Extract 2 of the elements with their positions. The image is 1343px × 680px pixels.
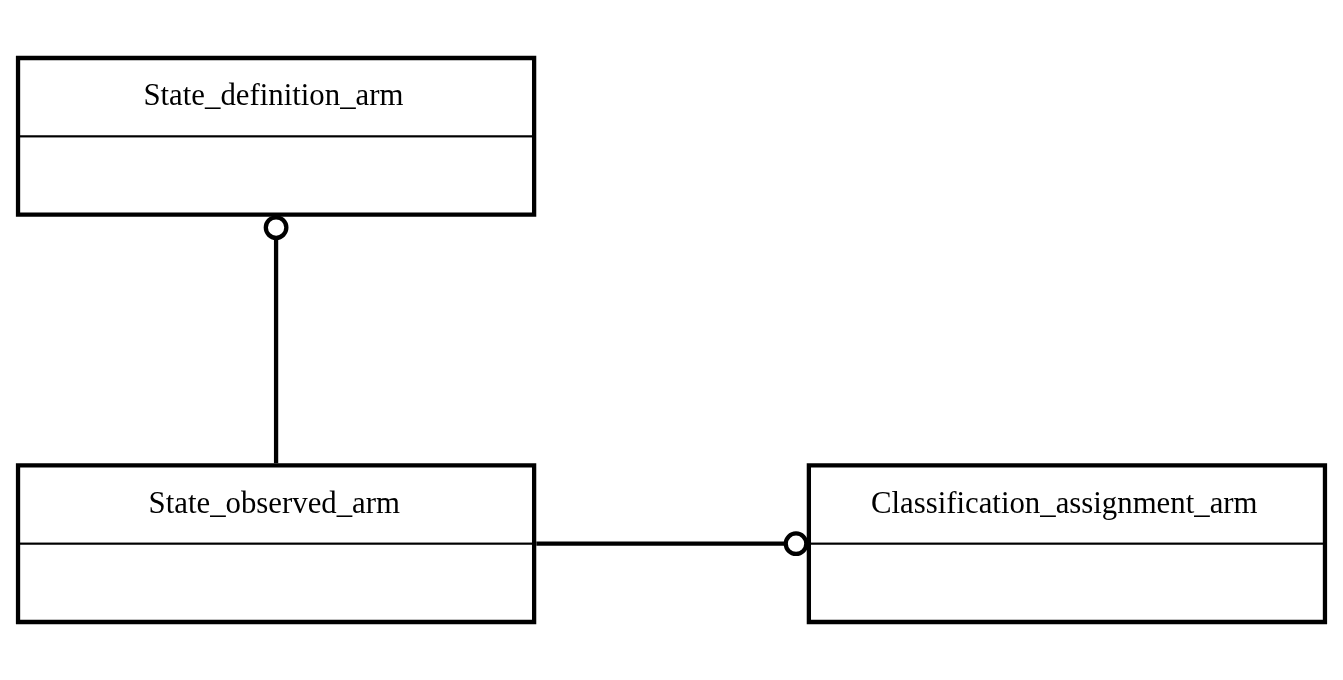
connector bbox=[263, 215, 289, 464]
connector bbox=[536, 531, 809, 557]
